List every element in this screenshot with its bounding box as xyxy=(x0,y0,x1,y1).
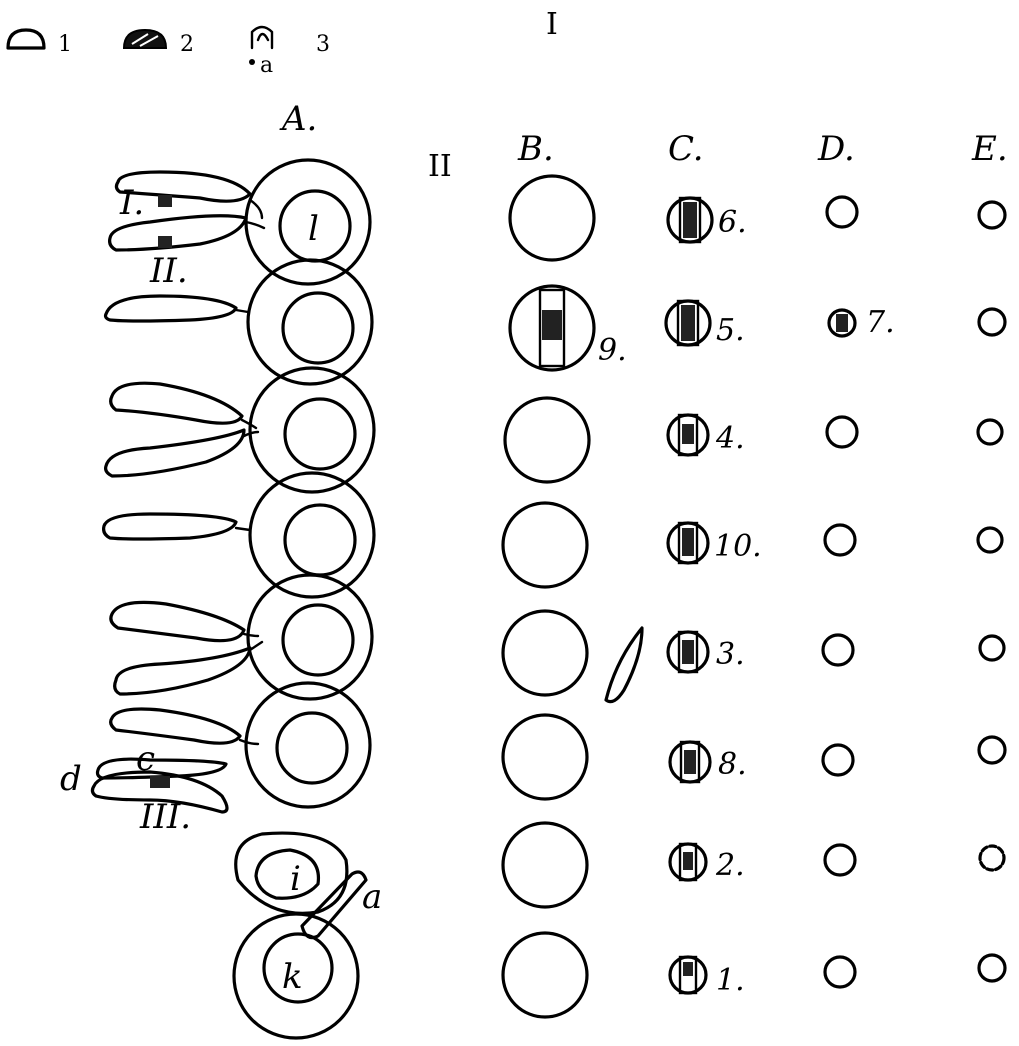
column-d: 7. xyxy=(823,197,895,987)
mark-i: i xyxy=(290,859,301,899)
column-b-label-9: 9. xyxy=(598,333,627,368)
bar-label-iii: III. xyxy=(139,797,191,837)
column-b-circle xyxy=(503,933,587,1017)
column-e xyxy=(978,202,1005,981)
figure-label-part1: I xyxy=(546,7,558,42)
mark-a: a xyxy=(362,877,382,917)
figure-label-part2: II xyxy=(428,149,452,184)
mark-l: l xyxy=(308,209,319,249)
column-c-label: 5. xyxy=(716,313,745,348)
column-e-circle xyxy=(979,737,1005,763)
bar-marker-1 xyxy=(158,195,172,207)
legend: 1 2 a 3 xyxy=(8,27,330,78)
column-d-circle xyxy=(823,635,853,665)
column-e-circle xyxy=(979,955,1005,981)
column-c-label: 6. xyxy=(718,205,747,240)
legend-label-2: 2 xyxy=(180,32,194,57)
column-b-circle xyxy=(505,398,589,482)
column-e-circle xyxy=(980,846,1004,870)
legend-label-3: 3 xyxy=(316,32,330,57)
legend-ornament-sub: a xyxy=(260,53,273,78)
column-d-circle xyxy=(823,745,853,775)
column-c-item-4 xyxy=(668,523,708,563)
column-header-a: A. xyxy=(279,99,317,139)
column-c-item-6 xyxy=(670,742,710,782)
column-c-item-3 xyxy=(668,415,708,455)
column-header-b: B. xyxy=(517,129,554,169)
column-e-circle xyxy=(978,420,1002,444)
hatched-dome-icon xyxy=(124,30,166,48)
column-header-e: E. xyxy=(971,129,1008,169)
column-b: 9. xyxy=(503,176,642,1017)
column-c-item-2 xyxy=(666,301,710,345)
bar-marker-2 xyxy=(158,236,172,248)
column-d-circle xyxy=(825,957,855,987)
column-c-item-5 xyxy=(668,632,708,672)
spindle-shape xyxy=(606,628,642,702)
column-b-circle xyxy=(510,176,594,260)
column-b-circle xyxy=(503,823,587,907)
mark-d: d xyxy=(60,759,82,799)
column-e-circle xyxy=(980,636,1004,660)
mark-k: k xyxy=(282,957,303,997)
column-e-circle xyxy=(979,309,1005,335)
column-c: 6. 5. 4. 10. 3. 8. 2. 1. xyxy=(666,198,762,998)
column-e-circle xyxy=(978,528,1002,552)
column-c-item-7 xyxy=(670,844,706,880)
column-a-chain xyxy=(234,160,374,1038)
column-c-label: 1. xyxy=(716,963,745,998)
column-b-circle xyxy=(503,503,587,587)
column-c-label: 10. xyxy=(714,529,762,564)
column-e-circle xyxy=(979,202,1005,228)
column-c-label: 3. xyxy=(716,637,745,672)
column-d-circle xyxy=(825,525,855,555)
column-d-circle xyxy=(825,845,855,875)
bar-label-ii: II. xyxy=(149,251,188,291)
mark-c: c xyxy=(136,739,155,779)
open-dome-icon xyxy=(8,30,44,48)
legend-label-1: 1 xyxy=(58,32,72,57)
bar-label-i: I. xyxy=(119,183,144,223)
column-d-circle xyxy=(827,417,857,447)
column-c-item-1 xyxy=(668,198,712,242)
column-b-circle xyxy=(503,715,587,799)
column-c-label: 8. xyxy=(718,747,747,782)
column-d-circle xyxy=(827,197,857,227)
column-b-circle xyxy=(503,611,587,695)
column-header-d: D. xyxy=(817,129,855,169)
column-c-item-8 xyxy=(670,957,706,993)
column-d-label-7: 7. xyxy=(866,305,895,340)
column-c-label: 2. xyxy=(715,848,745,883)
column-c-label: 4. xyxy=(715,421,745,456)
column-header-c: C. xyxy=(668,129,704,169)
